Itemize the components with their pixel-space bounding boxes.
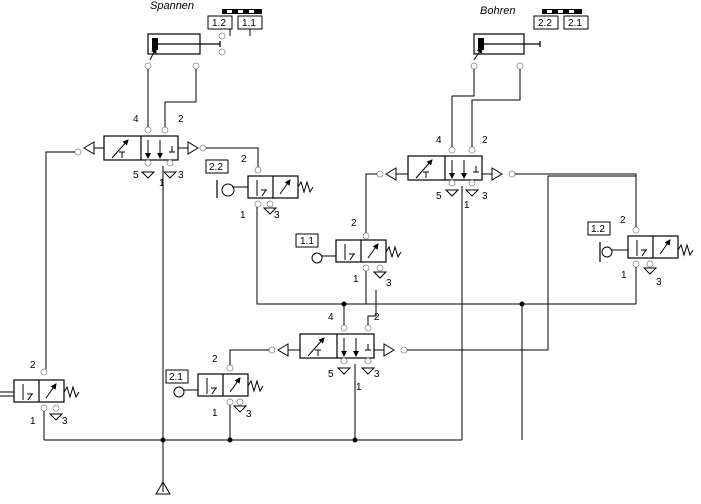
port-label: 5 bbox=[133, 170, 139, 181]
port-label: 2 bbox=[30, 360, 36, 371]
port-label: 1 bbox=[621, 270, 627, 281]
port-label: 3 bbox=[656, 277, 662, 288]
air-supply-source bbox=[155, 481, 171, 495]
port-label: 3 bbox=[374, 369, 380, 380]
port-label: 3 bbox=[62, 416, 68, 427]
port-label: 4 bbox=[436, 135, 442, 146]
valve-1-1: 1.1 2 1 3 bbox=[295, 218, 402, 289]
port-label: 2 bbox=[178, 114, 184, 125]
valve-tag: 2.2 bbox=[209, 162, 223, 173]
port-label: 1 bbox=[159, 178, 165, 189]
port-label: 1 bbox=[353, 274, 359, 285]
port-label: 2 bbox=[482, 135, 488, 146]
port-label: 2 bbox=[374, 312, 380, 323]
port-label: 3 bbox=[246, 409, 252, 420]
valve-start: 2 1 3 bbox=[0, 360, 80, 427]
port-label: 2 bbox=[212, 354, 218, 365]
valve-tag: 2.1 bbox=[169, 372, 183, 383]
port-label: 1 bbox=[212, 408, 218, 419]
port-label: 1 bbox=[240, 210, 246, 221]
sensor-tag: 2.2 bbox=[538, 18, 552, 29]
port-label: 3 bbox=[482, 191, 488, 202]
sensor-tag: 1.2 bbox=[212, 18, 226, 29]
junctions bbox=[160, 301, 525, 443]
valve-tag: 1.1 bbox=[300, 236, 314, 247]
cylinder-title: Bohren bbox=[480, 5, 515, 17]
port-label: 5 bbox=[436, 191, 442, 202]
valve-memory: 4 2 5 1 3 bbox=[268, 312, 408, 393]
valve-tag: 1.2 bbox=[591, 224, 605, 235]
sensor-tag: 2.1 bbox=[568, 18, 582, 29]
valve-1-2: 1.2 2 1 3 bbox=[587, 215, 694, 288]
cylinder-bohren: Bohren 2.2 2.1 bbox=[470, 5, 589, 70]
cylinder-title: Spannen bbox=[150, 0, 194, 12]
port-label: 1 bbox=[30, 416, 36, 427]
port-label: 3 bbox=[178, 170, 184, 181]
piping bbox=[43, 69, 637, 492]
valve-2-2: 2.2 2 1 3 bbox=[205, 154, 314, 221]
port-label: 3 bbox=[274, 210, 280, 221]
port-label: 5 bbox=[328, 369, 334, 380]
port-label: 2 bbox=[241, 154, 247, 165]
port-label: 2 bbox=[620, 215, 626, 226]
port-label: 1 bbox=[464, 200, 470, 211]
valve-1-main: 4 2 5 1 3 bbox=[74, 114, 207, 189]
valve-2-1: 2.1 2 1 3 bbox=[165, 354, 264, 420]
port-label: 3 bbox=[386, 278, 392, 289]
port-label: 2 bbox=[351, 218, 357, 229]
port-label: 4 bbox=[133, 114, 139, 125]
port-label: 4 bbox=[328, 312, 334, 323]
valve-2-main: 4 2 5 1 3 bbox=[376, 135, 516, 211]
cylinder-spannen: Spannen 1.2 1.1 bbox=[144, 0, 263, 70]
port-label: 1 bbox=[356, 382, 362, 393]
sensor-tag: 1.1 bbox=[242, 18, 256, 29]
